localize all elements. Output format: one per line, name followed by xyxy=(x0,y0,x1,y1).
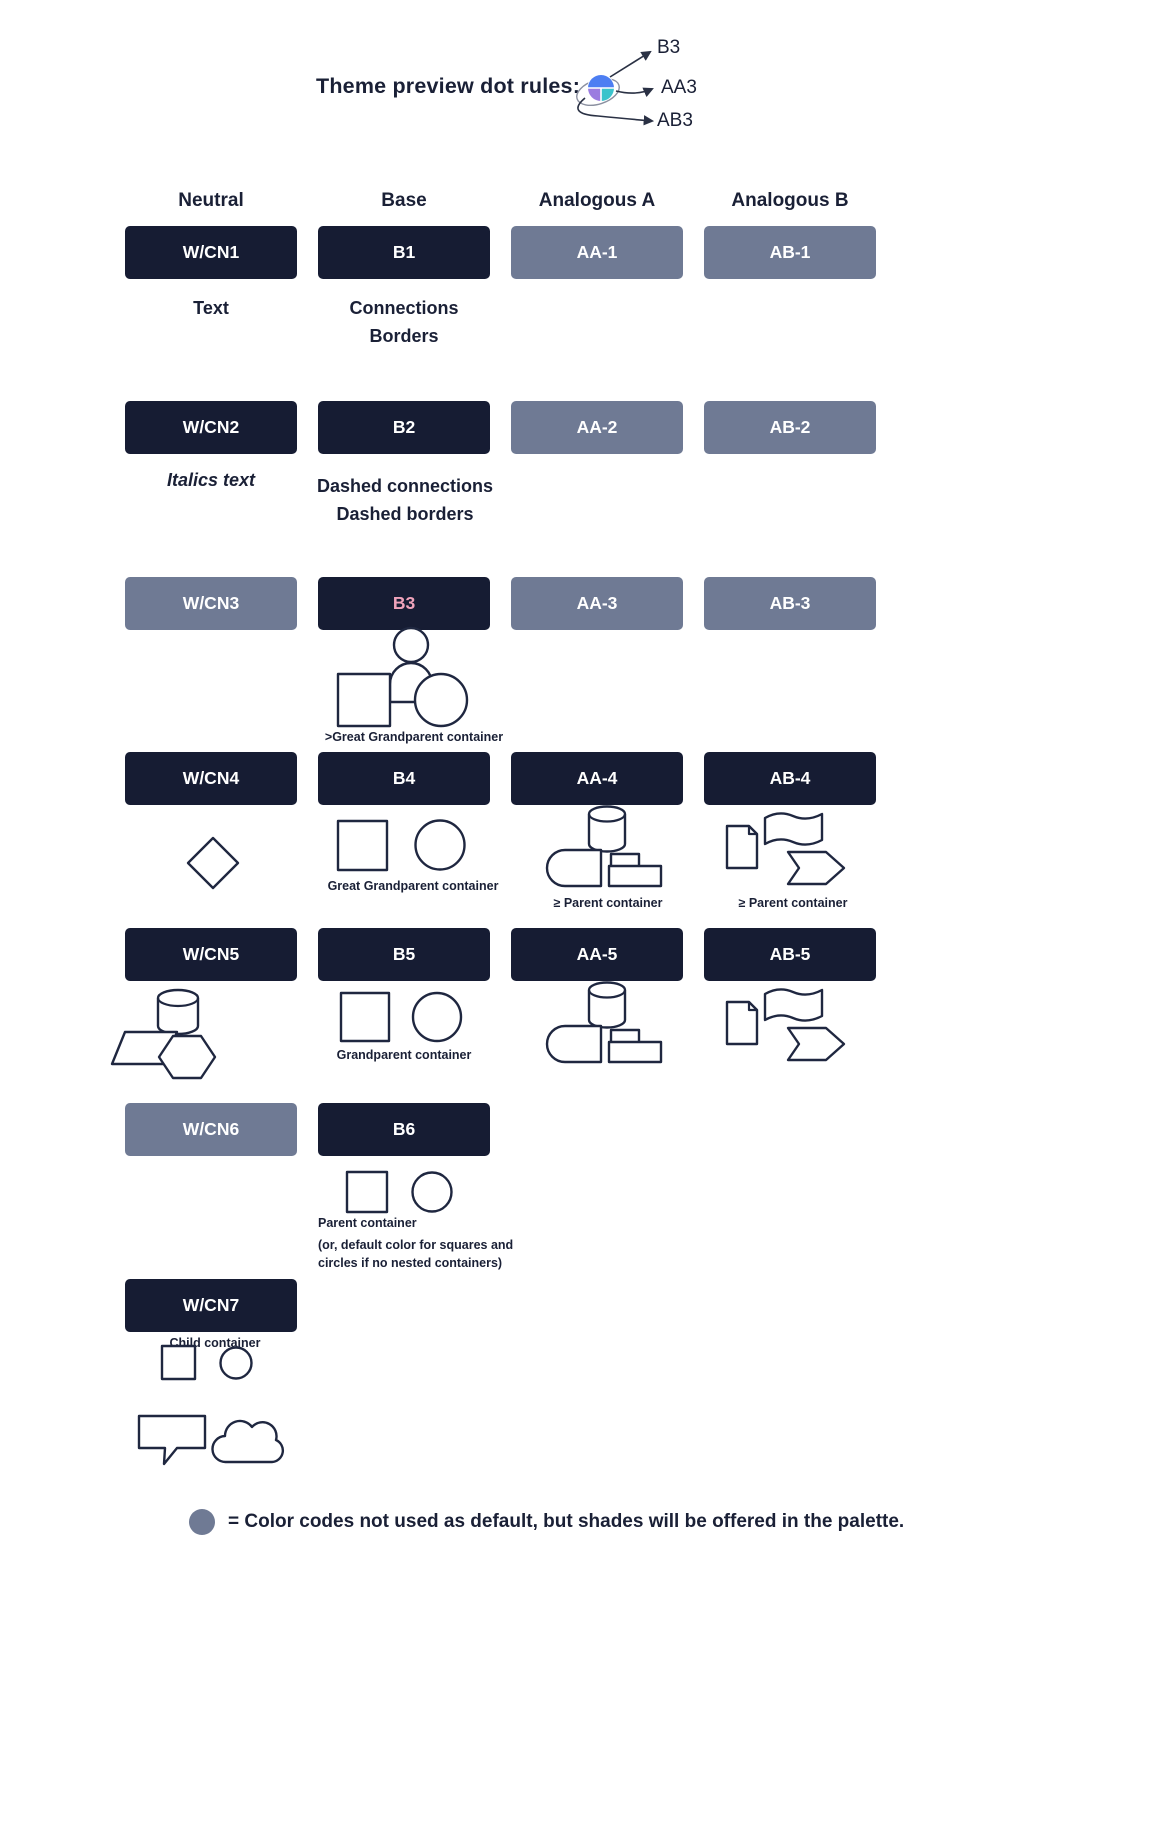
document-fold-line xyxy=(747,1002,757,1012)
dot-label-ab3: AB3 xyxy=(657,110,693,131)
swatch-b4: B4 xyxy=(318,752,490,805)
cylinder-top-line xyxy=(587,813,627,823)
hexagon-shape xyxy=(157,1034,217,1080)
document-shape xyxy=(725,824,759,870)
wcn7-shape-group-2 xyxy=(137,1414,285,1466)
wcn5-shape-group xyxy=(110,988,217,1080)
swatch-aa2: AA-2 xyxy=(511,401,683,454)
note-parent-container: Parent container xyxy=(318,1216,417,1230)
b4-shape-group xyxy=(336,819,466,872)
swatch-wcn5: W/CN5 xyxy=(125,928,297,981)
person-icon xyxy=(392,626,430,664)
document-shape xyxy=(725,1000,759,1046)
circle-shape xyxy=(411,991,463,1043)
note-gte-parent-b: ≥ Parent container xyxy=(738,896,848,910)
ab5-shape-group xyxy=(725,988,846,1062)
wide-rectangle-shape xyxy=(607,864,663,888)
column-header-neutral: Neutral xyxy=(178,190,244,211)
note-dashed: Dashed connections Dashed borders xyxy=(316,476,494,524)
note-italics-text: Italics text xyxy=(166,470,256,490)
swatch-aa1: AA-1 xyxy=(511,226,683,279)
arrow-to-ab3 xyxy=(577,97,655,126)
dot-label-aa3: AA3 xyxy=(661,77,697,98)
arrow-to-b3 xyxy=(609,50,652,78)
swatch-ab4: AB-4 xyxy=(704,752,876,805)
square-shape xyxy=(339,991,391,1043)
swatch-b3: B3 xyxy=(318,577,490,630)
swatch-wcn7: W/CN7 xyxy=(125,1279,297,1332)
rounded-rectangle-shape xyxy=(545,848,603,888)
swatch-wcn1: W/CN1 xyxy=(125,226,297,279)
circle-shape xyxy=(411,1171,453,1213)
arrow-to-aa3 xyxy=(615,87,654,98)
swatch-wcn2: W/CN2 xyxy=(125,401,297,454)
swatch-ab1: AB-1 xyxy=(704,226,876,279)
speech-bubble-shape xyxy=(137,1414,207,1466)
banner-shape xyxy=(763,812,824,846)
b6-shape-group xyxy=(345,1170,453,1214)
circle-shape xyxy=(219,1346,253,1380)
note-connections-borders: Connections Borders xyxy=(349,298,459,346)
banner-shape xyxy=(763,988,824,1022)
note-gte-parent-a: ≥ Parent container xyxy=(553,896,663,910)
square-shape xyxy=(336,672,392,728)
swatch-wcn4: W/CN4 xyxy=(125,752,297,805)
cylinder-top-line xyxy=(156,997,200,1008)
column-header-analogous-b: Analogous B xyxy=(731,190,849,211)
legend-text: = Color codes not used as default, but s… xyxy=(228,1511,905,1532)
cylinder-shape xyxy=(587,805,627,853)
aa4-shape-group xyxy=(545,805,663,888)
swatch-wcn6: W/CN6 xyxy=(125,1103,297,1156)
wide-rectangle-shape xyxy=(607,1040,663,1064)
swatch-b1: B1 xyxy=(318,226,490,279)
note-text: Text xyxy=(193,298,229,318)
ab4-shape-group xyxy=(725,812,846,886)
wcn7-shape-group xyxy=(160,1344,253,1381)
document-fold-line xyxy=(747,826,757,836)
swatch-aa5: AA-5 xyxy=(511,928,683,981)
note-grandparent: Grandparent container xyxy=(336,1048,472,1062)
cylinder-shape xyxy=(587,981,627,1029)
square-shape xyxy=(160,1344,197,1381)
column-header-analogous-a: Analogous A xyxy=(538,190,656,211)
cylinder-shape xyxy=(156,988,200,1036)
b5-shape-group xyxy=(339,991,463,1043)
cylinder-top-line xyxy=(587,989,627,999)
theme-dot-diagram xyxy=(576,50,655,126)
swatch-aa3: AA-3 xyxy=(511,577,683,630)
dot-label-b3: B3 xyxy=(657,37,681,58)
circle-shape xyxy=(414,819,466,871)
swatch-wcn3: W/CN3 xyxy=(125,577,297,630)
chevron-shape xyxy=(786,1026,846,1062)
diamond-shape xyxy=(186,836,240,890)
cloud-shape xyxy=(211,1419,285,1464)
square-shape xyxy=(336,819,389,872)
swatch-aa4: AA-4 xyxy=(511,752,683,805)
note-parent-container-detail: (or, default color for squares and circl… xyxy=(318,1238,514,1270)
note-great-grandparent: Great Grandparent container xyxy=(327,879,499,893)
b3-shape-group xyxy=(336,626,469,728)
note-gt-great-grandparent: >Great Grandparent container xyxy=(324,730,504,744)
swatch-ab3: AB-3 xyxy=(704,577,876,630)
swatch-b6: B6 xyxy=(318,1103,490,1156)
chevron-shape xyxy=(786,850,846,886)
swatch-ab5: AB-5 xyxy=(704,928,876,981)
square-shape xyxy=(345,1170,389,1214)
swatch-ab2: AB-2 xyxy=(704,401,876,454)
swatch-b5: B5 xyxy=(318,928,490,981)
column-header-base: Base xyxy=(381,190,427,211)
theme-dot-icon xyxy=(587,74,615,102)
page-title: Theme preview dot rules: xyxy=(316,74,581,98)
legend-dot-icon xyxy=(189,1509,215,1535)
rounded-rectangle-shape xyxy=(545,1024,603,1064)
circle-shape xyxy=(413,672,469,728)
swatch-b2: B2 xyxy=(318,401,490,454)
aa5-shape-group xyxy=(545,981,663,1064)
